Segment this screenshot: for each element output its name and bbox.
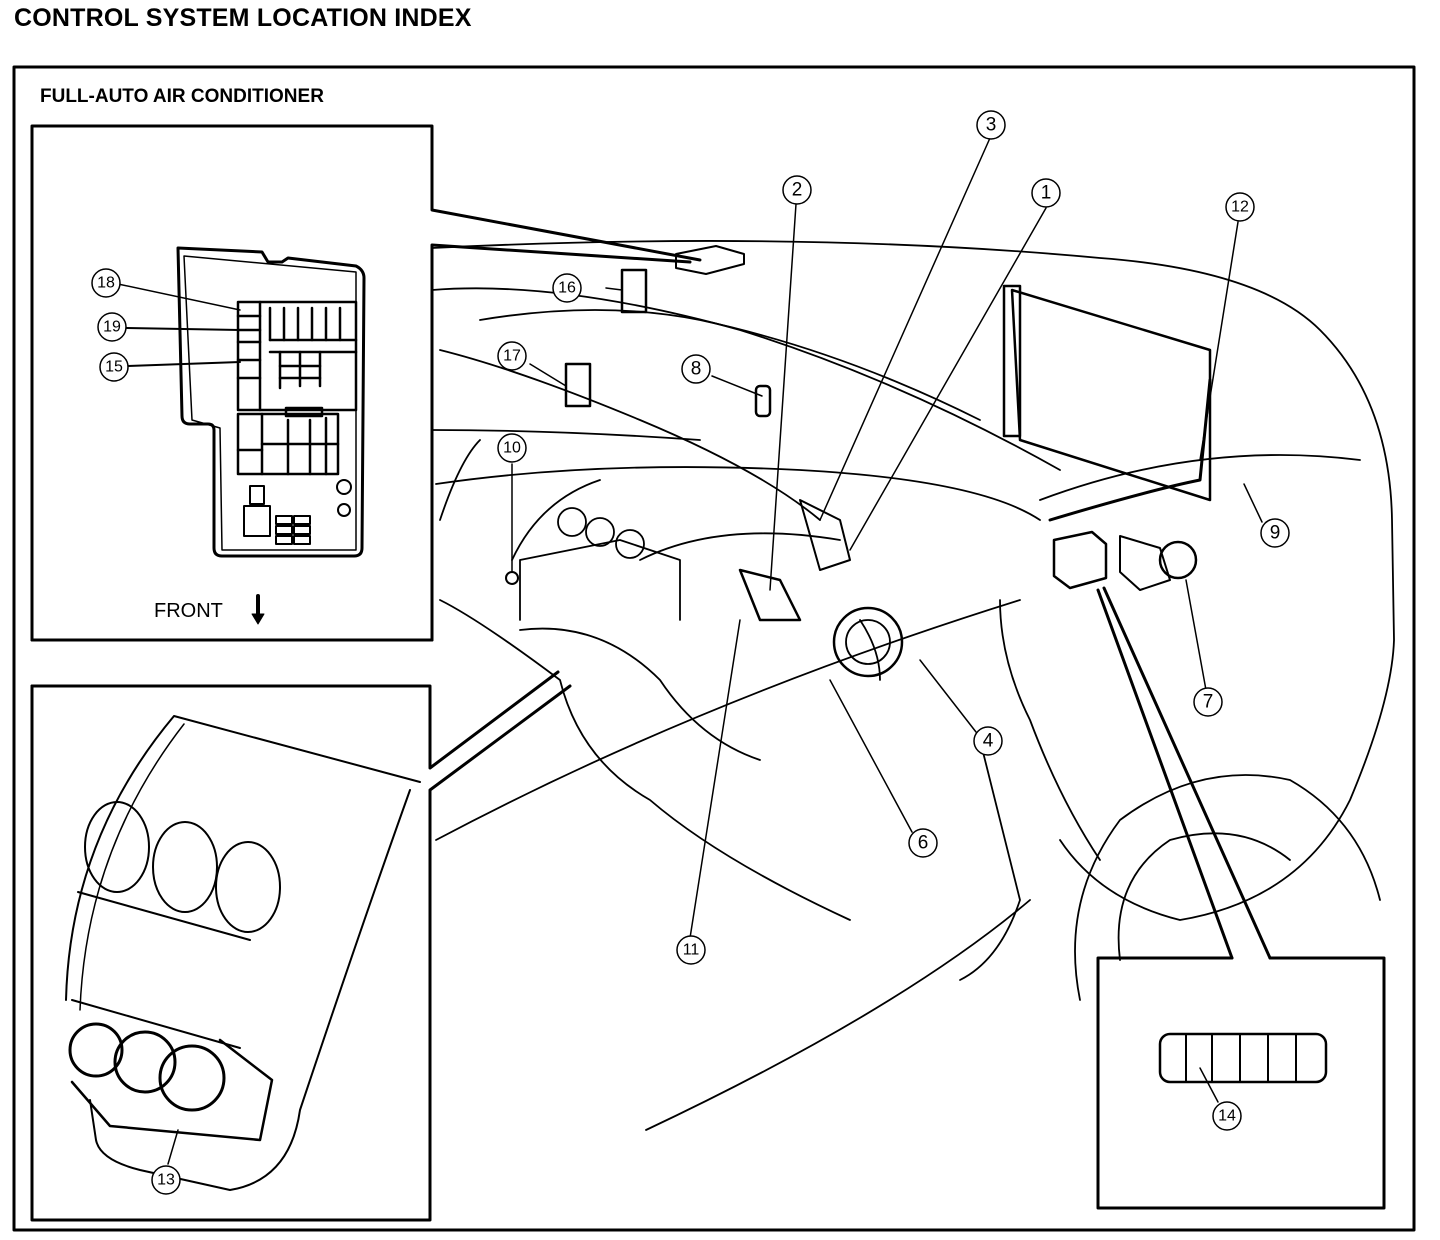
svg-text:9: 9 <box>1270 523 1281 544</box>
svg-text:6: 6 <box>918 833 929 854</box>
callout-3: 3 <box>976 110 1006 140</box>
callouts: 1 2 3 4 6 7 8 9 10 11 12 13 14 15 16 17 … <box>91 110 1290 1195</box>
callout-1: 1 <box>1031 178 1061 208</box>
callout-14: 14 <box>1212 1101 1242 1131</box>
svg-text:8: 8 <box>691 359 702 380</box>
callout-19: 19 <box>97 312 127 342</box>
svg-text:15: 15 <box>105 359 123 376</box>
callout-4: 4 <box>973 726 1003 756</box>
svg-text:18: 18 <box>97 275 115 292</box>
climate-control-unit-inset <box>30 670 572 1222</box>
callout-8: 8 <box>681 354 711 384</box>
callout-17: 17 <box>497 341 527 371</box>
svg-text:7: 7 <box>1203 692 1214 713</box>
vehicle-outline <box>431 137 1395 1131</box>
svg-text:17: 17 <box>503 348 521 365</box>
callout-11: 11 <box>676 935 706 965</box>
svg-text:2: 2 <box>792 180 803 201</box>
section-title: FULL-AUTO AIR CONDITIONER <box>40 86 324 107</box>
svg-text:13: 13 <box>157 1172 175 1189</box>
svg-text:10: 10 <box>503 440 521 457</box>
outer-frame <box>12 65 1416 1232</box>
page-title: CONTROL SYSTEM LOCATION INDEX <box>14 4 472 32</box>
svg-text:1: 1 <box>1041 183 1052 204</box>
front-label: FRONT <box>154 600 223 622</box>
callout-7: 7 <box>1193 687 1223 717</box>
svg-text:16: 16 <box>558 280 576 297</box>
svg-text:19: 19 <box>103 319 121 336</box>
svg-text:11: 11 <box>683 942 700 959</box>
callout-2: 2 <box>782 175 812 205</box>
callout-12: 12 <box>1225 192 1255 222</box>
callout-6: 6 <box>908 828 938 858</box>
svg-text:12: 12 <box>1231 199 1249 216</box>
svg-text:14: 14 <box>1218 1108 1236 1125</box>
svg-text:3: 3 <box>986 115 997 136</box>
relay-block-inset <box>30 124 702 642</box>
svg-text:4: 4 <box>983 731 994 752</box>
callout-18: 18 <box>91 268 121 298</box>
callout-16: 16 <box>552 273 582 303</box>
front-arrow-icon <box>251 594 265 625</box>
callout-13: 13 <box>151 1165 181 1195</box>
callout-10: 10 <box>497 433 527 463</box>
callout-9: 9 <box>1260 518 1290 548</box>
callout-15: 15 <box>99 352 129 382</box>
